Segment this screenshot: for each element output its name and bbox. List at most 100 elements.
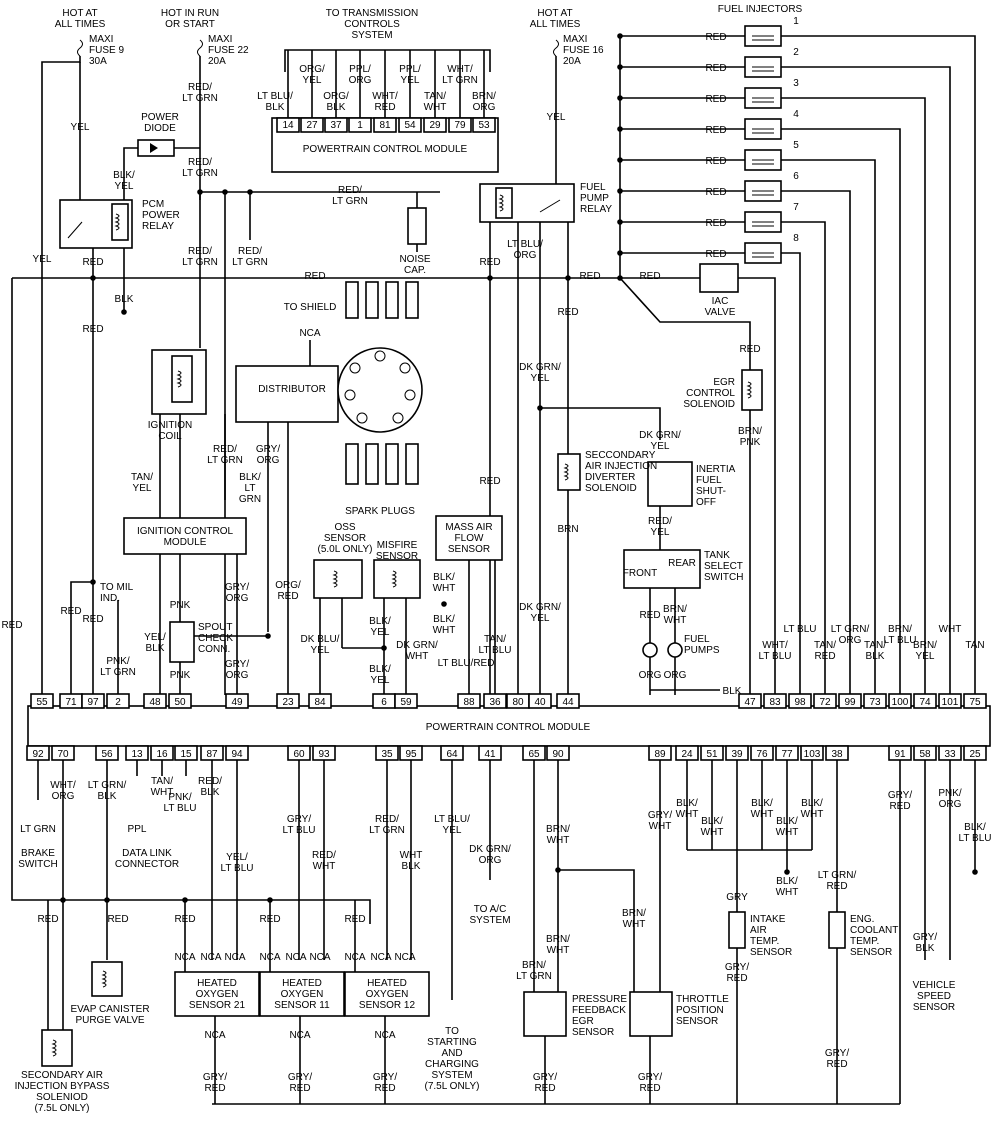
tank-front-label: FRONT — [623, 568, 657, 579]
pcm-pin — [276, 693, 300, 709]
wire-label: RED — [37, 914, 58, 925]
inertia-switch — [647, 461, 693, 507]
spark-plug — [365, 281, 379, 319]
wire — [123, 147, 138, 168]
cap-terminal — [349, 362, 361, 374]
wire-label: RED — [579, 271, 600, 282]
pcm-pin — [287, 745, 311, 761]
pcm-pin — [106, 693, 130, 709]
injector-coil — [752, 128, 774, 134]
wire-label: LT BLU/RED — [438, 658, 495, 669]
pcm-pin — [888, 693, 912, 709]
wire — [284, 49, 491, 72]
pcm-pin-number: 87 — [206, 749, 218, 760]
pcm-pin — [399, 745, 423, 761]
wire-label: BLK/WHT — [801, 798, 824, 820]
transmission-pin-number: 37 — [330, 120, 342, 131]
wire-label: ORG — [639, 670, 662, 681]
pcm-pin-number: 60 — [293, 749, 305, 760]
wire-label: BLK — [723, 686, 742, 697]
wire-lines — [11, 33, 978, 1105]
wire-label: BLK/YEL — [113, 170, 135, 192]
wire-label: RED — [705, 249, 726, 260]
coil-winding — [114, 213, 120, 231]
wire-label: RED — [705, 187, 726, 198]
wire-label: BLK/YEL — [369, 664, 391, 686]
pcm-pin-number: 50 — [174, 697, 186, 708]
pcm-pin — [863, 693, 887, 709]
nca-label: NCA — [204, 1030, 225, 1041]
tank-rear-label: REAR — [668, 558, 696, 569]
wire-label: RED — [479, 476, 500, 487]
cap-terminal — [404, 389, 416, 401]
pcm-pin-number: 48 — [149, 697, 161, 708]
wire-label: RED — [479, 257, 500, 268]
wire-label: RED/LT GRN — [369, 814, 405, 836]
wire-label: PNK/LT BLU — [164, 792, 197, 814]
wire — [781, 35, 976, 695]
wire — [558, 869, 635, 992]
component-boxes — [26, 25, 991, 1067]
wire-label: DK GRN/YEL — [639, 430, 681, 452]
injector-number: 8 — [793, 233, 799, 244]
wire-label: LT GRN/RED — [818, 870, 857, 892]
wire — [781, 190, 851, 695]
wire-label: LT GRN — [20, 824, 56, 835]
pcm-pin-number: 40 — [534, 697, 546, 708]
pcm-pin — [825, 745, 849, 761]
splice-dot — [60, 897, 66, 903]
injector-coil — [752, 159, 774, 165]
wire-label: LT BLU — [784, 624, 817, 635]
nca-label: NCA — [394, 952, 415, 963]
fuse-symbol — [197, 39, 203, 57]
wire-label: GRY/LT BLU — [283, 814, 316, 836]
transmission-pin — [348, 117, 372, 133]
transmission-pin — [373, 117, 397, 133]
pressure-feedback-egr-sensor — [523, 991, 567, 1037]
nca-label: NCA — [174, 952, 195, 963]
coolant-temp-sensor — [828, 911, 846, 949]
pcm-pin — [150, 745, 174, 761]
wire-label: RED/BLK — [198, 776, 222, 798]
throttle-position-sensor — [629, 991, 673, 1037]
wire-label: RED — [639, 610, 660, 621]
wire-label: RED — [705, 32, 726, 43]
pcm-pin-number: 98 — [794, 697, 806, 708]
nca-label: NCA — [309, 952, 330, 963]
wire-label: ORG — [664, 670, 687, 681]
pcm-pin — [788, 693, 812, 709]
heated-oxygen-sensor — [259, 971, 345, 1017]
pcm-pin — [913, 745, 937, 761]
wire-label: RED — [304, 271, 325, 282]
pcm-pin — [440, 745, 464, 761]
spark-plug — [345, 443, 359, 485]
pcm-main-label: POWERTRAIN CONTROL MODULE — [426, 722, 591, 733]
wire — [781, 66, 951, 695]
transmission-pin — [324, 117, 348, 133]
coil-winding — [332, 570, 338, 588]
pcm-pin-number: 65 — [528, 749, 540, 760]
cap-terminal — [399, 362, 411, 374]
to-shield-label: TO SHIELD — [284, 302, 337, 313]
pcm-pin-number: 91 — [894, 749, 906, 760]
wire-label: BLK/WHT — [776, 816, 799, 838]
transmission-pin — [448, 117, 472, 133]
nca-label: NCA — [370, 952, 391, 963]
wire-label: RED/YEL — [648, 516, 672, 538]
pcm-pin-number: 93 — [318, 749, 330, 760]
cap-terminal — [344, 389, 356, 401]
wire-label: PPL — [128, 824, 147, 835]
wire-label: RED — [1, 620, 22, 631]
wire-label: RED — [557, 307, 578, 318]
cap-terminal — [392, 412, 404, 424]
wire-label: BRN/LT BLU — [884, 624, 917, 646]
